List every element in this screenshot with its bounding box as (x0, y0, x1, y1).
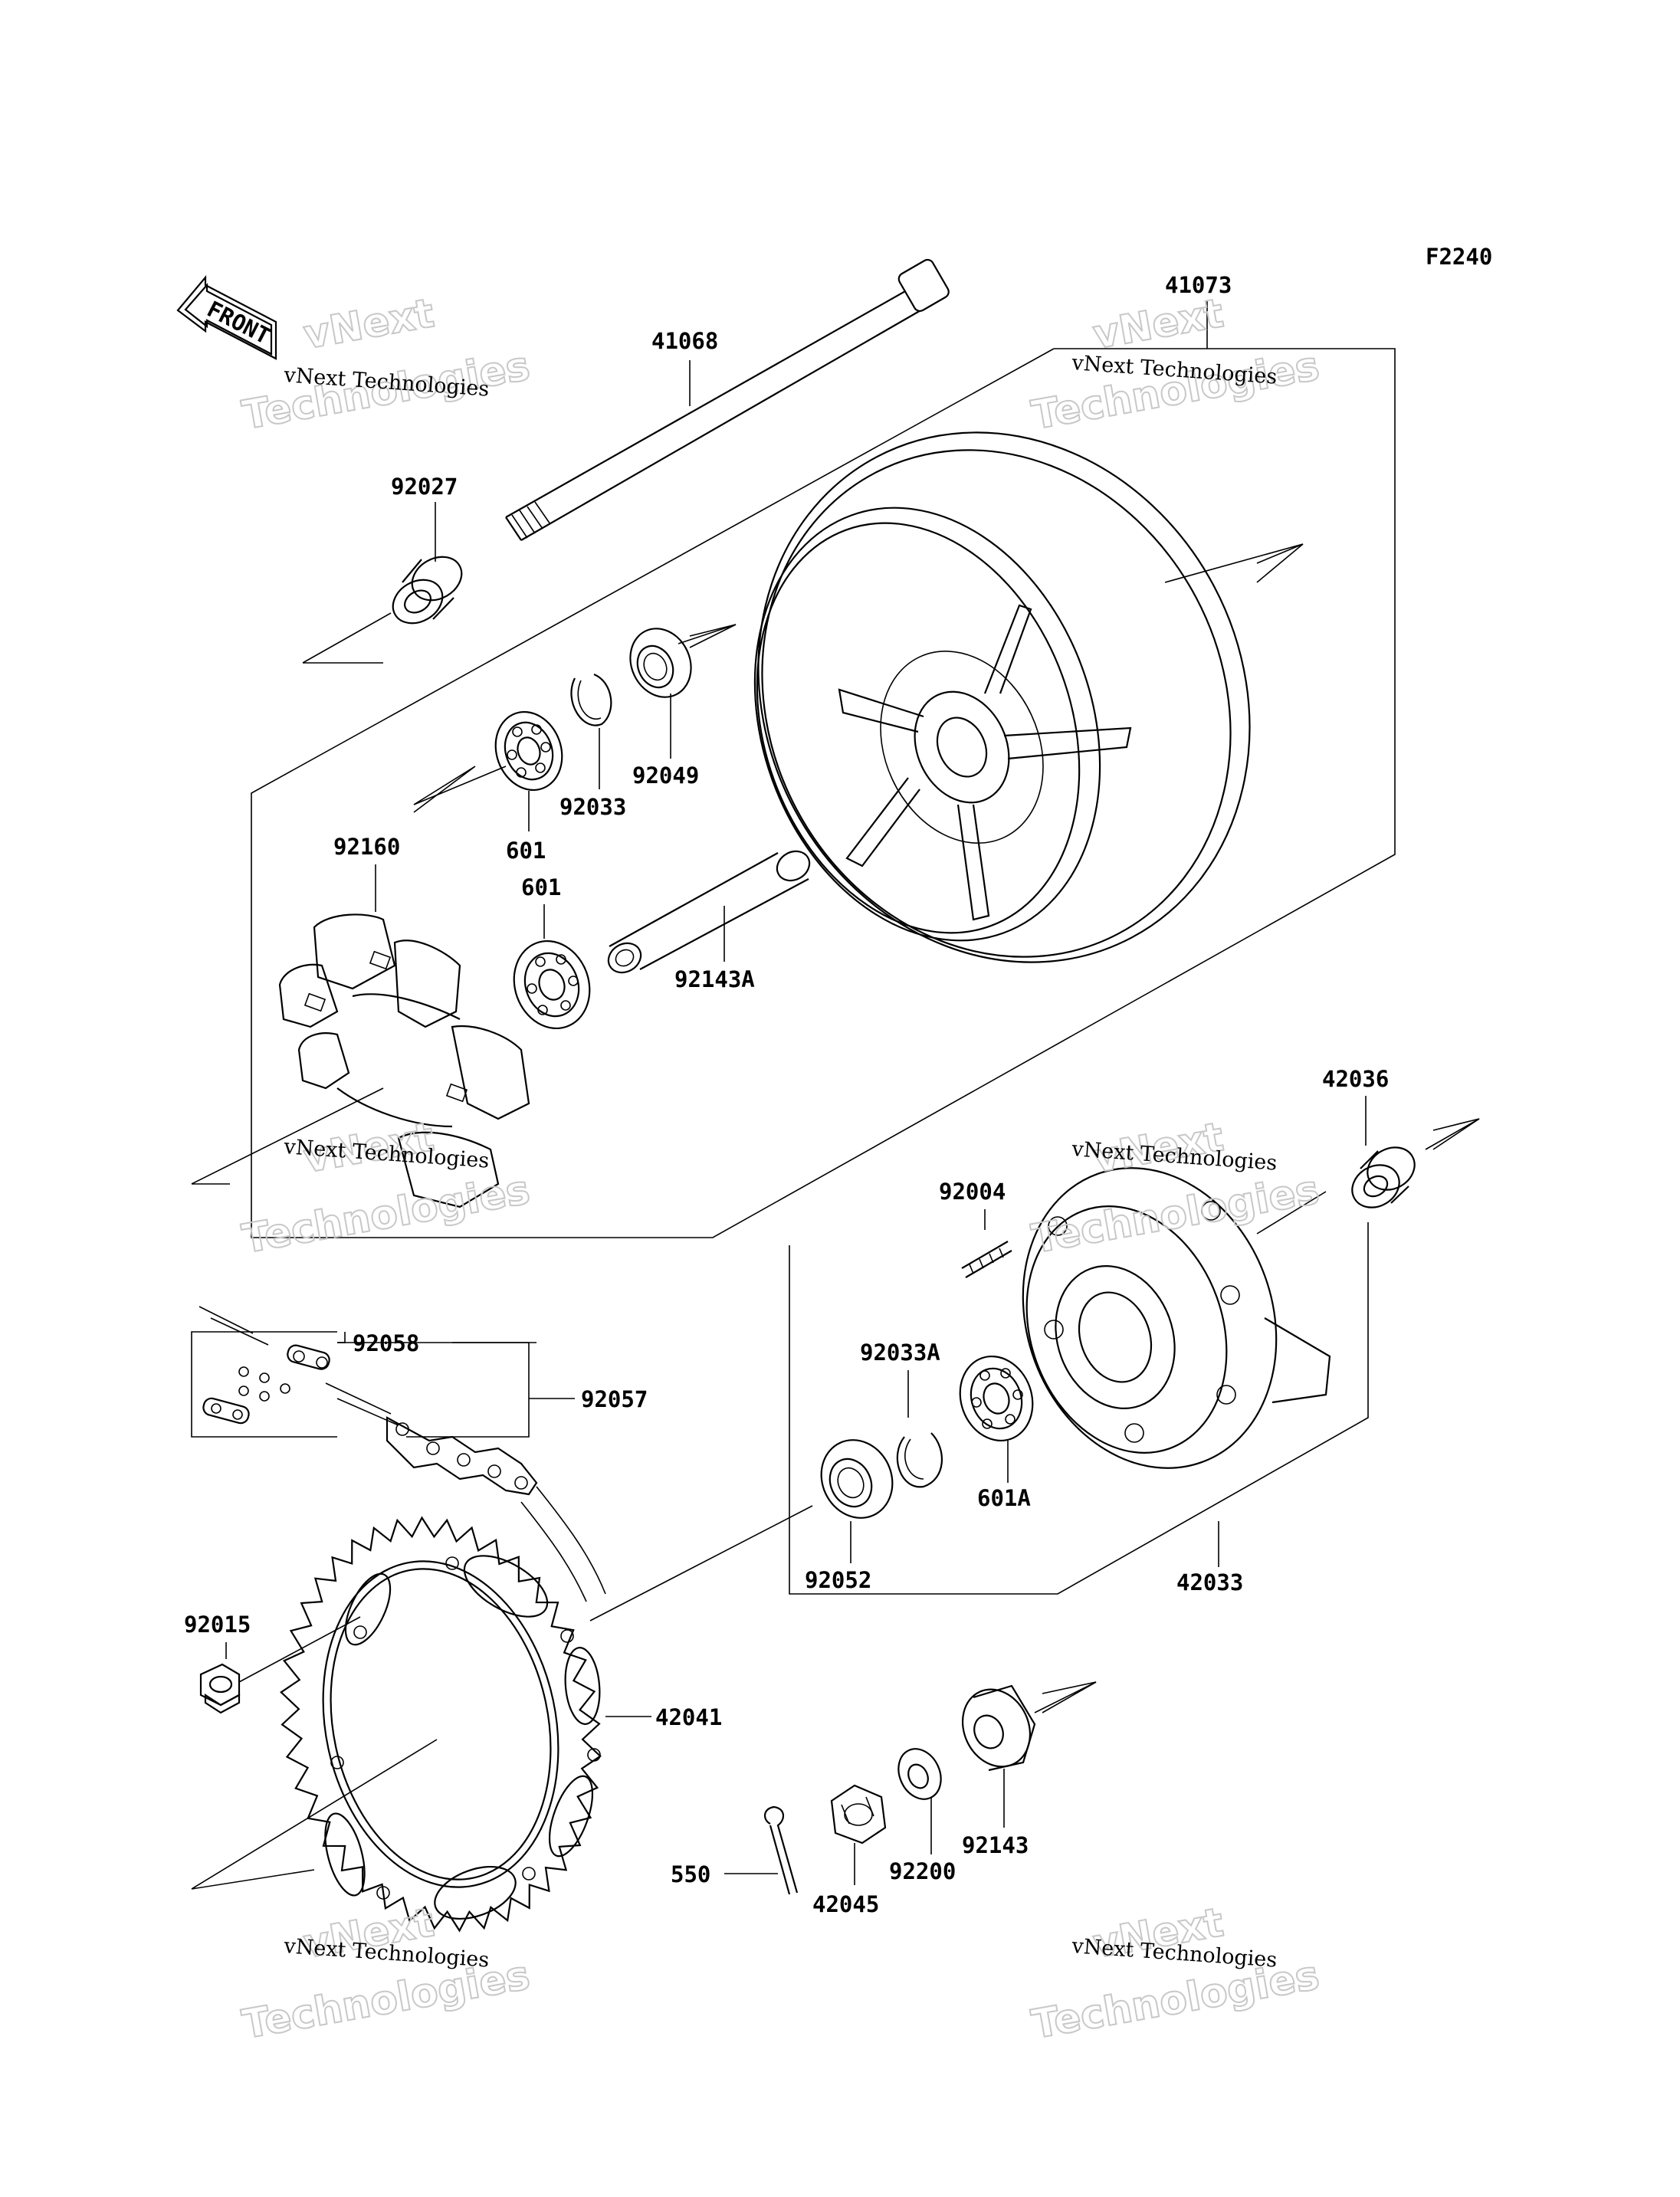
part-label-92052: 92052 (805, 1567, 871, 1593)
hub-group-outline (789, 1222, 1369, 1595)
circlip-92033A (896, 1432, 943, 1488)
washer-92200 (897, 1748, 942, 1854)
collar-92027 (302, 536, 463, 664)
stud-92004 (961, 1241, 1012, 1278)
bearing-601-upper (413, 710, 563, 831)
collar-92143A (607, 850, 811, 974)
part-label-92015: 92015 (184, 1612, 251, 1638)
axle-41068 (505, 258, 950, 541)
svg-text:vNext: vNext (300, 290, 438, 359)
part-label-92033: 92033 (559, 794, 626, 820)
part-label-42036: 42036 (1322, 1066, 1389, 1092)
part-label-92143A: 92143A (674, 966, 755, 992)
part-label-601A: 601A (977, 1485, 1031, 1511)
part-label-41068: 41068 (651, 328, 718, 354)
front-arrow-icon: FRONT (176, 274, 277, 360)
wheel-rim-41073 (753, 431, 1304, 963)
part-label-92057: 92057 (581, 1386, 648, 1412)
part-label-42041: 42041 (655, 1704, 722, 1730)
sprocket-nut-92015 (199, 1616, 361, 1714)
watermark-bottom-left: vNext Technologies vNext Technologies (238, 1899, 534, 2049)
collar-42036 (1351, 1118, 1480, 1208)
svg-text:Technologies: Technologies (239, 1953, 533, 2048)
collar-92143 (961, 1681, 1097, 1828)
hub-damper-92160 (191, 913, 530, 1208)
wheel-group-outline (251, 348, 1396, 1238)
part-label-92200: 92200 (889, 1858, 956, 1884)
part-label-42033: 42033 (1176, 1569, 1243, 1595)
chain-joint-92058 (202, 1344, 330, 1425)
bearing-601-lower (513, 939, 591, 1030)
part-label-92027: 92027 (391, 474, 458, 500)
svg-text:Technologies: Technologies (1029, 1167, 1323, 1263)
part-label-92160: 92160 (333, 834, 400, 860)
drive-chain-92057 (199, 1306, 606, 1602)
part-label-601-lower: 601 (521, 874, 561, 900)
part-label-92049: 92049 (632, 762, 699, 789)
watermark-top-right: vNext Technologies vNext Technologies (1028, 290, 1324, 440)
part-label-550: 550 (671, 1861, 710, 1887)
part-label-41073: 41073 (1165, 272, 1232, 298)
watermark-middle-left: vNext Technologies vNext Technologies (238, 1113, 534, 1264)
chain-master-link-outline (191, 1331, 337, 1438)
watermark-bottom-right: vNext Technologies vNext Technologies (1028, 1899, 1324, 2049)
svg-text:Technologies: Technologies (239, 1167, 533, 1263)
watermark-middle-right: vNext Technologies vNext Technologies (1028, 1113, 1324, 1264)
bearing-601A (959, 1355, 1034, 1483)
svg-text:Technologies: Technologies (1029, 1953, 1323, 2048)
part-label-92033A: 92033A (860, 1340, 940, 1366)
diagram-code: F2240 (1426, 244, 1492, 270)
rear-hub-42033 (1022, 1167, 1331, 1469)
oil-seal-92052 (589, 1439, 894, 1622)
castle-nut-42045 (830, 1784, 887, 1885)
part-label-42045: 42045 (812, 1891, 879, 1917)
part-label-92058: 92058 (353, 1330, 419, 1356)
part-label-92004: 92004 (939, 1179, 1006, 1205)
part-label-601-upper: 601 (506, 838, 546, 864)
circlip-92033 (570, 673, 612, 789)
oil-seal-92049 (629, 624, 737, 759)
part-label-92143: 92143 (962, 1832, 1029, 1858)
rear-sprocket-42041 (191, 1516, 651, 1933)
watermark-top-left: vNext Technologies vNext Technologies (238, 290, 534, 440)
cotter-pin-550 (724, 1805, 799, 1895)
